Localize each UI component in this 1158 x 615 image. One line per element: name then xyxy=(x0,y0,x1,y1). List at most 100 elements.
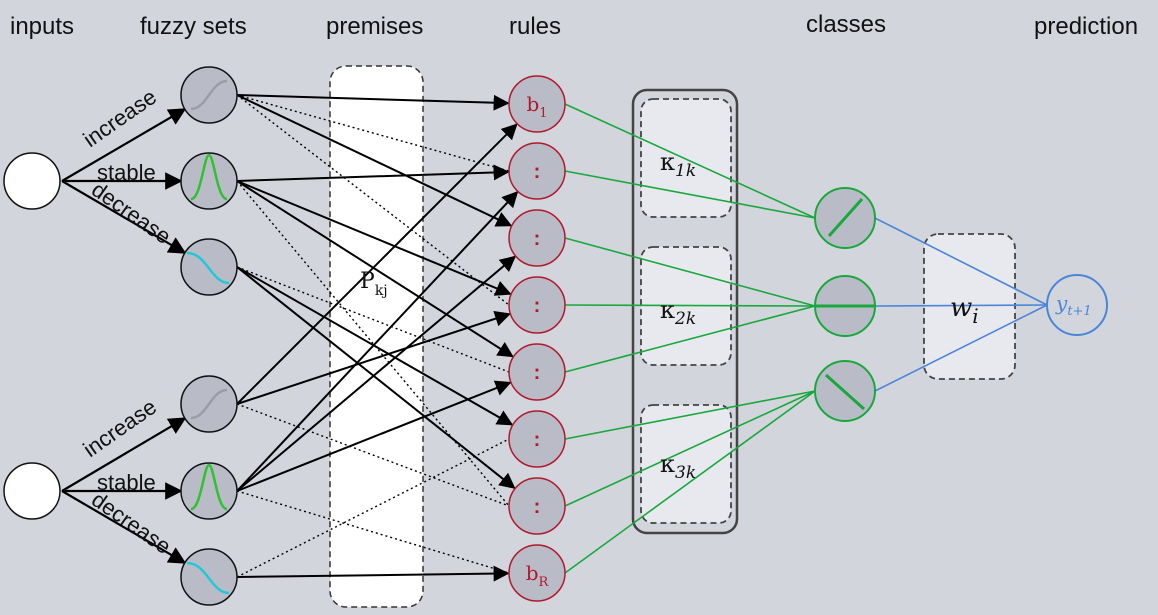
rule-node-5: : xyxy=(508,343,566,401)
header-prediction: prediction xyxy=(1034,13,1138,40)
rule-node-label: bR xyxy=(526,561,550,590)
rule-node-circle xyxy=(508,544,566,602)
rule-node-6: : xyxy=(508,410,566,468)
edge-fuzzy-rule xyxy=(236,266,516,489)
membership-curve xyxy=(190,388,228,420)
rule-nodes: b1::::::bR xyxy=(508,75,566,602)
edge-rule-class xyxy=(564,390,816,440)
edge-dotted xyxy=(236,266,510,373)
edge-fuzzy-rule xyxy=(236,123,518,405)
input-node-1 xyxy=(3,152,61,210)
membership-curve xyxy=(190,79,228,111)
fuzzy-set-node-dec xyxy=(180,238,238,296)
edge-dotted xyxy=(236,438,510,578)
membership-curve xyxy=(190,463,228,511)
premise-label: Pkj xyxy=(360,269,388,299)
membership-curve xyxy=(190,153,228,201)
fuzzy-to-rule-edges xyxy=(236,94,519,582)
edge-rule-class xyxy=(564,170,816,219)
class-label-2: κ2k xyxy=(660,296,696,329)
rule-node-label: : xyxy=(534,295,541,317)
rule-node-3: : xyxy=(508,209,566,267)
class-node-1-line xyxy=(827,198,864,237)
edge-fuzzy-rule xyxy=(236,180,512,296)
rule-node-circle xyxy=(508,75,566,133)
class-label-1: κ1k xyxy=(660,148,696,181)
label-stable-1: stable xyxy=(97,160,156,185)
rule-node-label: : xyxy=(534,496,541,518)
edge-rule-class xyxy=(564,304,816,307)
edge-fuzzy-rule xyxy=(236,94,510,111)
fuzzy-set-nodes xyxy=(180,66,238,606)
rule-node-circle xyxy=(508,276,566,334)
premise-dotted-edges xyxy=(236,94,510,578)
fuzzy-set-node-stable xyxy=(180,152,238,210)
premises-box xyxy=(329,65,424,608)
rule-node-circle xyxy=(508,477,566,535)
edge-input-fuzzy xyxy=(61,417,187,492)
class-block-1 xyxy=(640,98,732,218)
edge-fuzzy-rule xyxy=(236,164,510,182)
edge-dotted xyxy=(236,180,510,507)
rule-node-label: : xyxy=(534,362,541,384)
rule-node-label: : xyxy=(534,161,541,183)
header-fuzzy-sets: fuzzy sets xyxy=(140,13,247,40)
header-premises: premises xyxy=(326,13,423,40)
rule-node-2: : xyxy=(508,142,566,200)
rule-node-circle xyxy=(508,410,566,468)
rule-node-label: : xyxy=(534,429,541,451)
fuzzy-set-node-inc xyxy=(180,66,238,124)
edge-dotted xyxy=(236,490,510,574)
edge-rule-class xyxy=(564,390,816,507)
class-node-3-line xyxy=(824,373,866,411)
fuzzy-node-circle xyxy=(180,462,238,520)
class-nodes xyxy=(814,187,876,422)
edge-fuzzy-rule xyxy=(236,94,513,227)
edge-input-fuzzy xyxy=(61,108,187,182)
edge-fuzzy-rule xyxy=(236,311,511,405)
header-inputs: inputs xyxy=(10,13,74,40)
rule-node-8: bR xyxy=(508,544,566,602)
rule-to-class-edges xyxy=(564,103,816,574)
edge-class-output xyxy=(874,304,1048,307)
rule-node-circle xyxy=(508,343,566,401)
classes-container xyxy=(631,88,739,535)
membership-curve xyxy=(186,251,230,285)
class-to-output-edges xyxy=(874,217,1048,392)
edge-fuzzy-rule xyxy=(236,380,512,492)
input-to-fuzzy-edges xyxy=(61,108,187,564)
input-node-2 xyxy=(3,462,61,520)
class-block-3 xyxy=(640,404,732,524)
label-increase-2: increase xyxy=(79,394,161,462)
label-increase-1: increase xyxy=(79,84,161,152)
edge-input-fuzzy xyxy=(61,180,187,254)
edge-rule-class xyxy=(564,103,816,219)
edge-dotted xyxy=(236,403,510,507)
label-decrease-2: decrease xyxy=(87,487,175,559)
header-classes: classes xyxy=(806,11,886,38)
edge-fuzzy-rule xyxy=(236,255,517,492)
rule-node-label: : xyxy=(534,228,541,250)
fuzzy-set-node-stable xyxy=(180,462,238,520)
edge-class-output xyxy=(874,217,1048,306)
weight-label: wi xyxy=(950,293,979,328)
fuzzy-set-node-inc xyxy=(180,375,238,433)
edge-dotted xyxy=(236,94,510,306)
edge-fuzzy-rule xyxy=(236,190,519,492)
rule-node-1: b1 xyxy=(508,75,566,133)
membership-labels-group-2: increase stable decrease xyxy=(79,394,176,559)
weight-box xyxy=(923,233,1016,380)
rule-node-circle xyxy=(508,209,566,267)
edge-rule-class xyxy=(564,390,816,574)
fuzzy-node-circle xyxy=(180,152,238,210)
edge-dotted xyxy=(236,94,510,172)
edge-class-output xyxy=(874,304,1048,392)
fuzzy-set-node-dec xyxy=(180,548,238,606)
rule-node-circle xyxy=(508,142,566,200)
edge-fuzzy-rule xyxy=(236,565,510,582)
label-decrease-1: decrease xyxy=(87,177,175,249)
membership-labels-group-1: increase stable decrease xyxy=(79,84,176,249)
output-label: yt+1 xyxy=(1055,291,1092,319)
rule-node-7: : xyxy=(508,477,566,535)
